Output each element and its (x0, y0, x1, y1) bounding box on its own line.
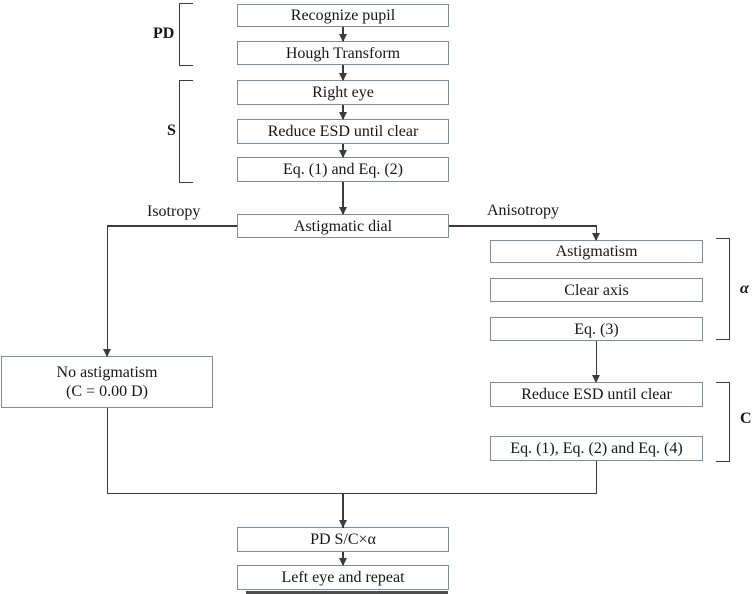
node-label: Reduce ESD until clear (521, 386, 672, 403)
node-label-line1: No astigmatism (56, 364, 158, 381)
node-label-line2: (C = 0.00 D) (66, 383, 148, 400)
branch-label-isotropy: Isotropy (147, 203, 201, 220)
node-astigmatic-dial: Astigmatic dial (237, 214, 449, 238)
bracket-alpha (716, 238, 730, 340)
bracket-label-s: S (167, 122, 176, 139)
connector-eq12-to-dial (342, 182, 344, 214)
arrowhead-down-icon (338, 112, 347, 120)
node-recognize-pupil: Recognize pupil (237, 4, 449, 27)
node-hough-transform: Hough Transform (237, 41, 449, 65)
node-label: Reduce ESD until clear (267, 123, 419, 140)
arrowhead-down-icon (592, 375, 600, 383)
node-clear-axis: Clear axis (490, 278, 703, 302)
node-label: Hough Transform (285, 44, 401, 62)
node-eq-1-and-2: Eq. (1) and Eq. (2) (237, 157, 449, 182)
node-eq-3: Eq. (3) (490, 317, 703, 341)
node-label: Astigmatic dial (293, 217, 393, 235)
arrowhead-down-icon (338, 520, 347, 528)
node-no-astigmatism: No astigmatism (C = 0.00 D) (1, 356, 213, 408)
bracket-s (179, 80, 193, 183)
connector-dial-right-horizontal (449, 225, 597, 227)
arrowhead-down-icon (592, 233, 600, 241)
node-pd-formula: PD S/C×α (237, 527, 449, 552)
node-label: Right eye (312, 84, 374, 101)
branch-label-anisotropy: Anisotropy (487, 202, 559, 219)
arrowhead-down-icon (338, 150, 347, 158)
arrowhead-down-icon (103, 349, 111, 357)
arrowhead-down-icon (338, 34, 347, 42)
connector-right-down-to-astig (595, 225, 598, 241)
bracket-label-c: C (740, 410, 752, 427)
arrowhead-down-icon (338, 73, 347, 81)
node-label: Recognize pupil (290, 7, 396, 24)
node-reduce-esd-s: Reduce ESD until clear (237, 119, 449, 144)
bracket-c (716, 382, 730, 462)
connector-eq3-to-esd (595, 341, 598, 382)
node-label: Left eye and repeat (281, 569, 405, 586)
node-reduce-esd-c: Reduce ESD until clear (490, 382, 703, 407)
bracket-label-alpha: α (740, 280, 749, 297)
arrowhead-down-icon (338, 207, 347, 215)
node-label: Eq. (1), Eq. (2) and Eq. (4) (510, 440, 683, 457)
connector-merge-to-formula (342, 492, 344, 528)
connector-merge-horizontal (106, 492, 598, 494)
node-label: Clear axis (564, 281, 629, 299)
bracket-label-pd: PD (153, 25, 175, 42)
node-label: PD S/C×α (310, 531, 376, 548)
node-eq-1-2-and-4: Eq. (1), Eq. (2) and Eq. (4) (490, 436, 703, 461)
connector-dial-left-horizontal (107, 225, 237, 227)
node-astigmatism: Astigmatism (490, 240, 703, 263)
connector-eq124-to-merge (595, 461, 598, 494)
connector-noastig-to-merge (106, 408, 109, 494)
bracket-pd (179, 3, 193, 66)
node-label: Astigmatism (555, 243, 638, 260)
node-label: Eq. (1) and Eq. (2) (283, 161, 403, 178)
arrowhead-down-icon (338, 558, 347, 566)
node-left-eye-repeat: Left eye and repeat (237, 565, 449, 590)
node-right-eye: Right eye (237, 80, 449, 105)
connector-hough-to-righteye (342, 65, 344, 80)
connector-left-down-to-noastig (106, 225, 109, 357)
node-label: Eq. (3) (574, 320, 619, 338)
cropped-element-edge (246, 591, 448, 594)
